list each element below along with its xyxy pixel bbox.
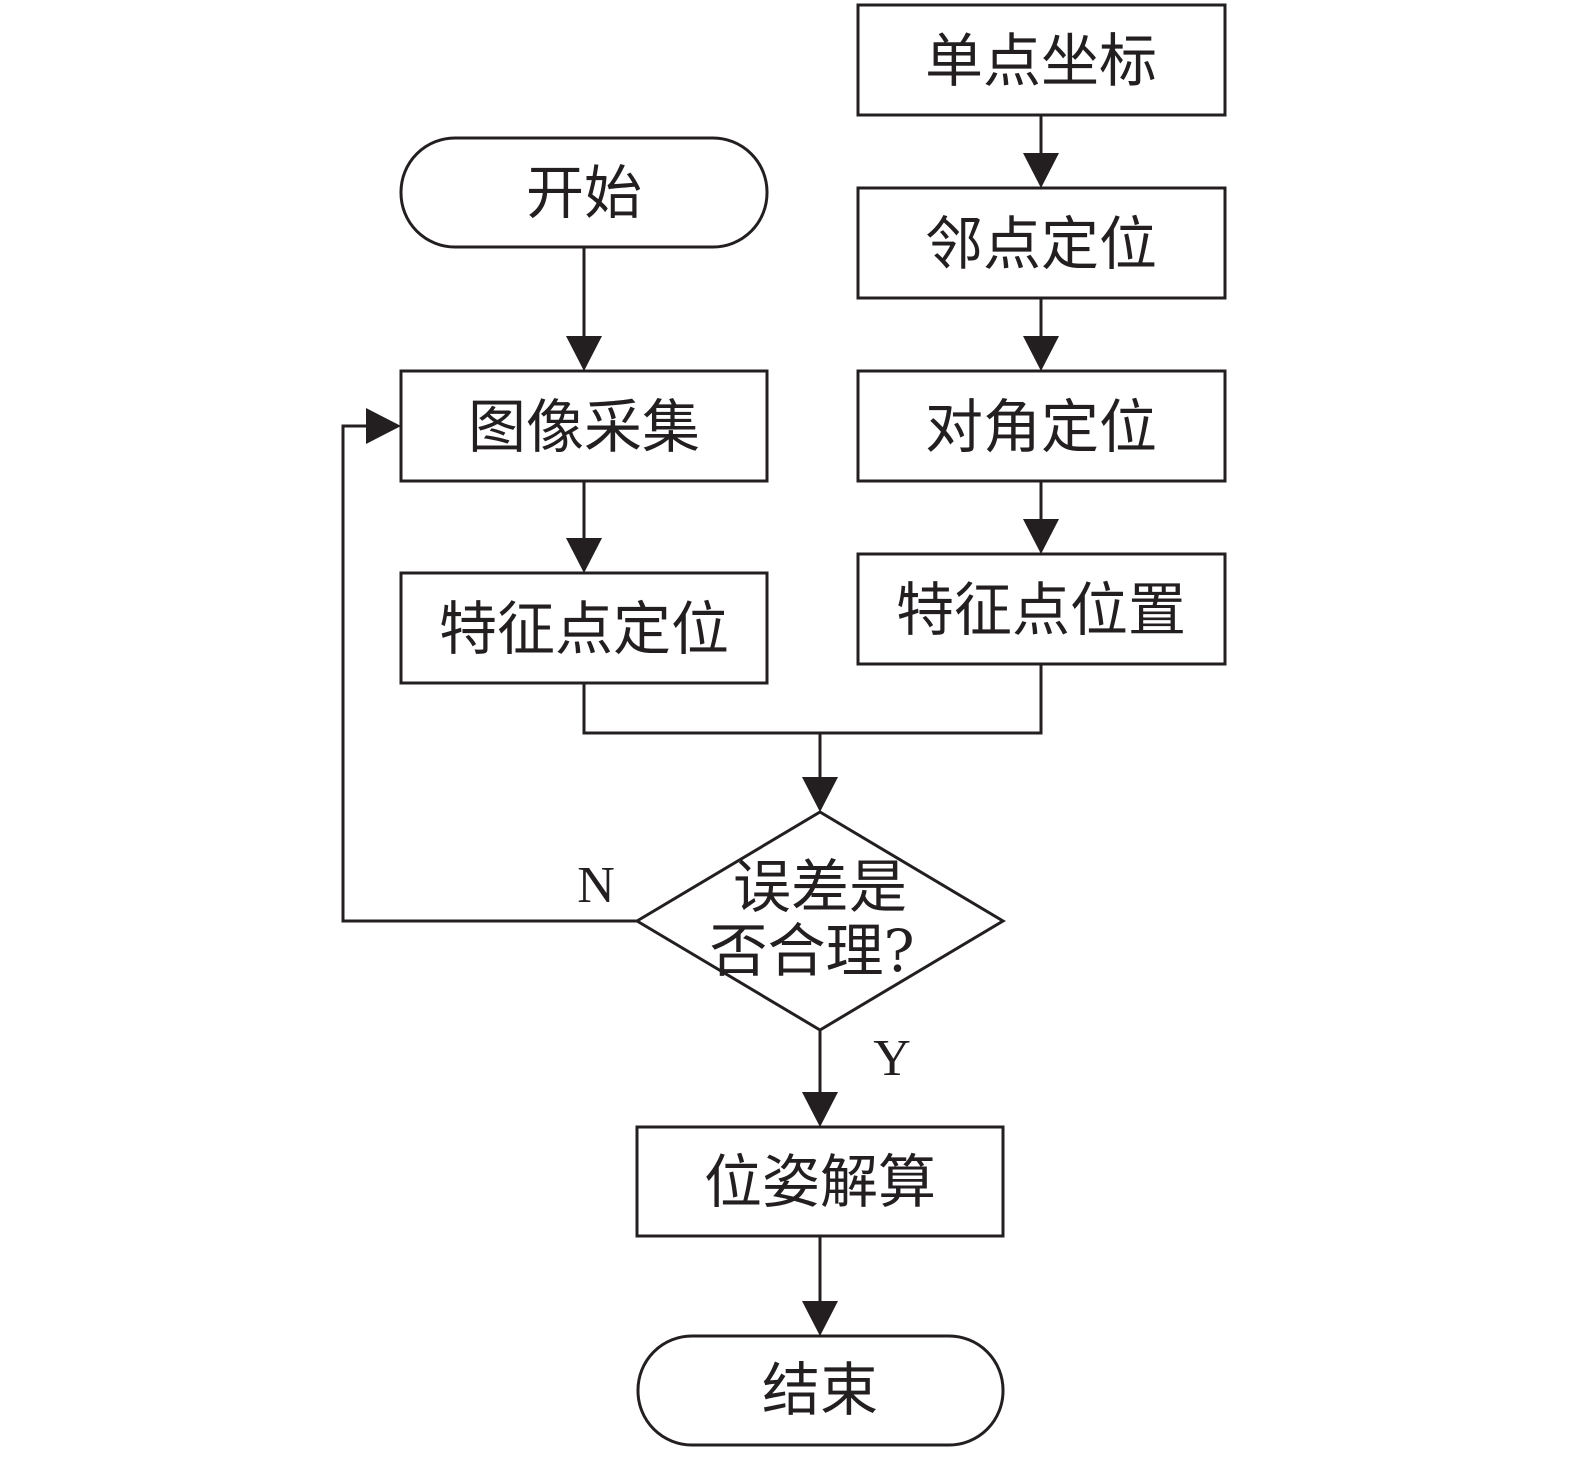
image-capture-node: 图像采集 <box>399 369 769 483</box>
single-point-coord-label: 单点坐标 <box>925 27 1157 95</box>
decision-node: 误差是 否合理? <box>634 810 1006 1032</box>
decision-label-line1: 误差是 <box>733 853 907 921</box>
decision-label-line2: 否合理? <box>709 917 914 985</box>
branch-no-label: N <box>577 857 615 914</box>
single-point-coord-node: 单点坐标 <box>856 3 1227 117</box>
edge-pose-solve-to-end <box>802 1236 838 1336</box>
edge-decision-yes <box>802 1030 838 1127</box>
feature-locate-node: 特征点定位 <box>399 571 769 685</box>
edge-decision-no-loop <box>341 408 637 923</box>
edge-diagonal-to-feature-position <box>1023 481 1059 554</box>
diagonal-locate-node: 对角定位 <box>856 369 1227 483</box>
pose-solve-node: 位姿解算 <box>635 1125 1005 1238</box>
start-node: 开始 <box>399 136 769 249</box>
image-capture-label: 图像采集 <box>468 393 700 461</box>
start-label: 开始 <box>526 159 642 227</box>
edge-start-to-image-capture <box>566 247 602 371</box>
diagonal-locate-label: 对角定位 <box>925 393 1157 461</box>
feature-position-node: 特征点位置 <box>856 552 1227 666</box>
edge-neighbor-to-diagonal <box>1023 298 1059 371</box>
edge-merge-to-decision <box>582 664 1043 812</box>
pose-solve-label: 位姿解算 <box>704 1148 936 1216</box>
edge-image-capture-to-feature-locate <box>566 481 602 573</box>
end-node: 结束 <box>636 1334 1005 1447</box>
feature-position-label: 特征点位置 <box>896 576 1186 644</box>
neighbor-locate-label: 邻点定位 <box>925 210 1157 278</box>
feature-locate-label: 特征点定位 <box>439 595 729 663</box>
branch-yes-label: Y <box>873 1030 911 1087</box>
end-label: 结束 <box>762 1356 878 1424</box>
neighbor-locate-node: 邻点定位 <box>856 186 1227 300</box>
edge-single-point-to-neighbor <box>1023 115 1059 188</box>
